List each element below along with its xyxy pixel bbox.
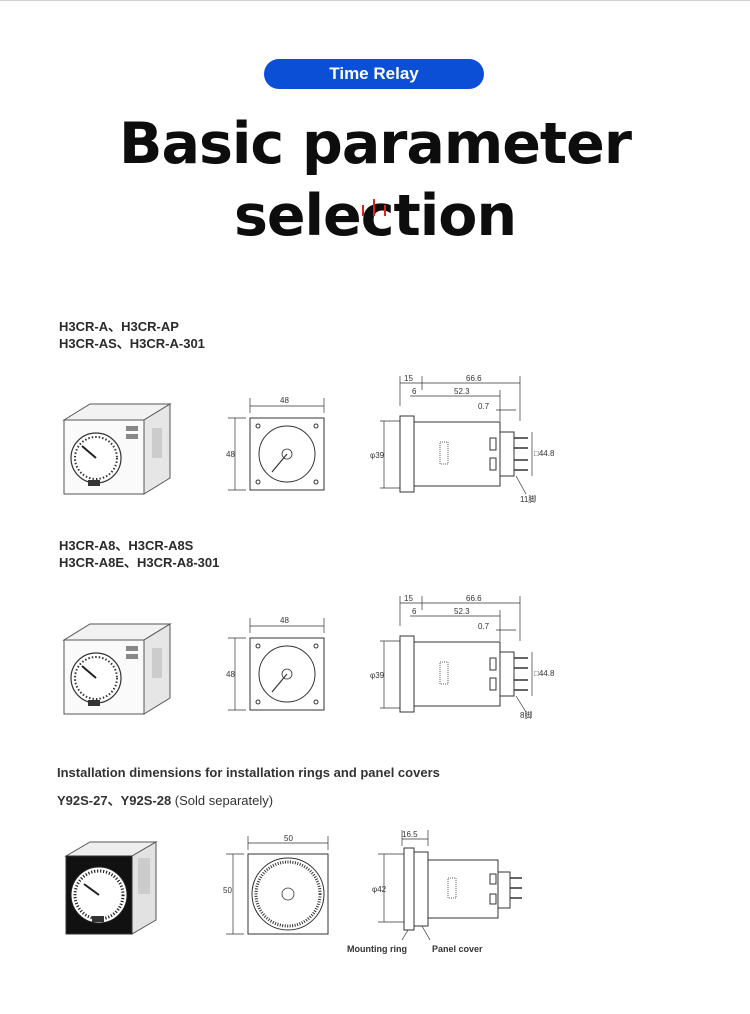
top-divider: [0, 0, 750, 1]
page-title: Basic parameter selection: [119, 111, 632, 249]
mounting-ring-label: Mounting ring: [347, 944, 407, 954]
section3-caption: Installation dimensions for installation…: [57, 765, 440, 780]
section1-side-drawing: 15 66.6 6 52.3 0.7 φ39 □44.8 11脚: [370, 374, 555, 504]
section2-side-step: 6: [412, 607, 417, 616]
section3-product-image: [64, 841, 158, 935]
section2-model-line1: H3CR-A8、H3CR-A8S: [59, 538, 194, 553]
section1-front-drawing: 48 48: [226, 396, 325, 491]
section1-side-pin: 0.7: [478, 402, 490, 411]
section1-product-image: [62, 403, 172, 495]
section2-front-width: 48: [280, 616, 289, 625]
section1-model-line1: H3CR-A、H3CR-AP: [59, 319, 179, 334]
section1-side-square: □44.8: [534, 449, 555, 458]
category-badge: Time Relay: [264, 59, 484, 89]
section2-side-body: 52.3: [454, 607, 470, 616]
section3-side-dia: φ42: [372, 885, 387, 894]
section2-side-drawing: 15 66.6 6 52.3 0.7 φ39 □44.8 8脚: [370, 594, 555, 720]
section1-side-body: 52.3: [454, 387, 470, 396]
section2-side-dia: φ39: [370, 671, 385, 680]
section2-product-image: [62, 623, 172, 715]
section1-front-width: 48: [280, 396, 289, 405]
section2-model-line2: H3CR-A8E、H3CR-A8-301: [59, 555, 220, 570]
section2-front-drawing: 48 48: [226, 616, 325, 711]
section2-side-square: □44.8: [534, 669, 555, 678]
section3-front-height: 50: [223, 886, 232, 895]
section3-model-line: Y92S-27、Y92S-28 (Sold separately): [57, 790, 273, 809]
section3-sold-note: (Sold separately): [171, 793, 274, 808]
section2-side-pin: 0.7: [478, 622, 490, 631]
section3-model: Y92S-27、Y92S-28: [57, 793, 172, 808]
section2-side-total: 66.6: [466, 594, 482, 603]
section2-side-pins: 8脚: [520, 710, 532, 720]
section1-side-step: 6: [412, 387, 417, 396]
section1-side-pins: 11脚: [520, 494, 536, 504]
panel-cover-label: Panel cover: [432, 944, 483, 954]
section2-front-height: 48: [226, 670, 235, 679]
section2-side-front: 15: [404, 594, 413, 603]
section1-front-height: 48: [226, 450, 235, 459]
title-accent-bars: [362, 199, 388, 216]
section3-side-front: 16.5: [402, 830, 418, 839]
section1-side-total: 66.6: [466, 374, 482, 383]
section3-front-drawing: 50 50: [223, 834, 329, 935]
section1-model-line2: H3CR-AS、H3CR-A-301: [59, 336, 205, 351]
section3-side-drawing: 16.5 φ42: [372, 830, 522, 941]
section1-side-front: 15: [404, 374, 413, 383]
section1-side-dia: φ39: [370, 451, 385, 460]
section3-front-width: 50: [284, 834, 293, 843]
